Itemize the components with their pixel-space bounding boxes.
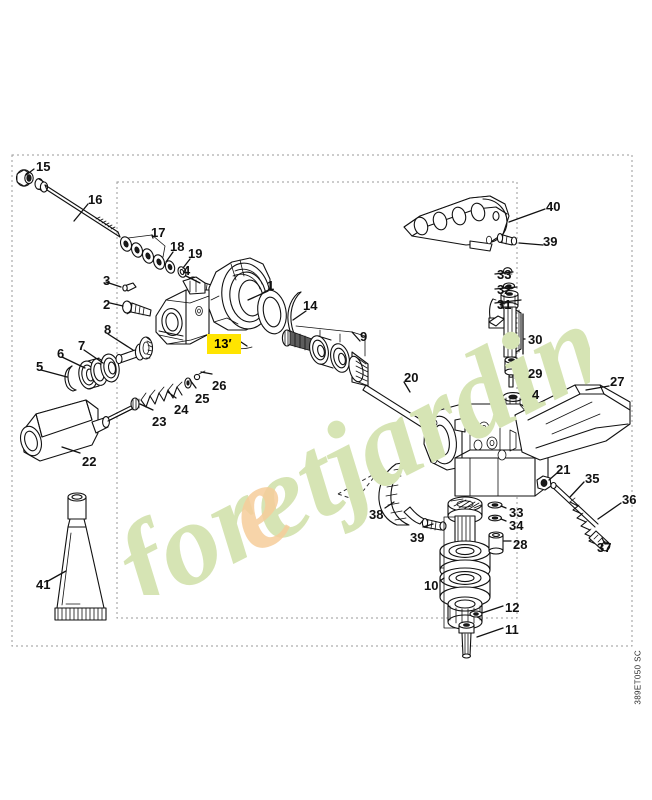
callout-15: 15 bbox=[36, 159, 51, 174]
part-17-washers bbox=[119, 234, 166, 270]
callout-4: 4 bbox=[183, 263, 191, 278]
callout-4b: 4 bbox=[532, 387, 540, 402]
callout-3: 3 bbox=[103, 273, 111, 288]
callout-20: 20 bbox=[404, 370, 419, 385]
dashed-boxes bbox=[11, 154, 633, 647]
part-21-nut bbox=[536, 475, 552, 491]
callout-11: 11 bbox=[505, 622, 519, 637]
callout-33-top: 33 bbox=[497, 267, 512, 282]
leader-lines bbox=[25, 168, 622, 638]
part-15-16-rod bbox=[15, 169, 121, 238]
callout-34: 34 bbox=[509, 518, 524, 533]
callout-35: 35 bbox=[585, 471, 600, 486]
callout-25: 25 bbox=[195, 391, 210, 406]
callout-33-bot: 33 bbox=[509, 505, 524, 520]
callout-17: 17 bbox=[151, 225, 166, 240]
part-8-shaft-gear bbox=[115, 336, 154, 365]
callout-27: 27 bbox=[610, 374, 625, 389]
callout-8: 8 bbox=[104, 322, 112, 337]
callout-6: 6 bbox=[57, 346, 65, 361]
callout-38: 38 bbox=[369, 507, 384, 522]
callout-18: 18 bbox=[170, 239, 185, 254]
callout-1: 1 bbox=[267, 278, 275, 293]
callout-32: 32 bbox=[497, 282, 512, 297]
callout-40: 40 bbox=[546, 199, 561, 214]
callout-14: 14 bbox=[303, 298, 318, 313]
part-2-bolt bbox=[122, 300, 152, 317]
callout-30: 30 bbox=[528, 332, 543, 347]
part-23-26-spring-assembly bbox=[106, 370, 206, 422]
callout-31: 31 bbox=[497, 297, 512, 312]
part-40-handle-bracket bbox=[403, 195, 510, 252]
callout-21: 21 bbox=[556, 462, 571, 477]
part-28-bushing bbox=[488, 531, 504, 555]
part-3-pin bbox=[122, 282, 137, 292]
callout-10: 10 bbox=[424, 578, 439, 593]
callout-7: 7 bbox=[78, 338, 86, 353]
part-39-screw-top bbox=[496, 233, 518, 246]
callout-39-bot: 39 bbox=[410, 530, 425, 545]
part-30-throttle-lever bbox=[488, 298, 522, 358]
part-9-bearings-gear bbox=[281, 325, 369, 387]
callout-24: 24 bbox=[174, 402, 189, 417]
callout-36: 36 bbox=[622, 492, 637, 507]
callout-22: 22 bbox=[82, 454, 97, 469]
spring-24 bbox=[140, 381, 183, 408]
callout-28: 28 bbox=[513, 537, 528, 552]
part-11-bolt bbox=[458, 621, 475, 659]
part-39-screw-bottom bbox=[421, 518, 447, 531]
callout-2: 2 bbox=[103, 297, 111, 312]
callout-13[interactable]: 13′ bbox=[207, 334, 242, 354]
part-33-34-washers bbox=[487, 501, 503, 522]
callout-41: 41 bbox=[36, 577, 51, 592]
part-5-circlip bbox=[64, 365, 77, 392]
part-7-bearing bbox=[100, 353, 120, 383]
part-38-guard bbox=[337, 461, 425, 526]
sheet-code: 389ET050 SC bbox=[634, 650, 643, 705]
callout-26: 26 bbox=[212, 378, 227, 393]
part-33-clip bbox=[503, 267, 513, 275]
part-10-gear-bearing-stack bbox=[439, 496, 491, 630]
callout-37: 37 bbox=[597, 540, 612, 555]
callout-16: 16 bbox=[88, 192, 103, 207]
callout-9: 9 bbox=[360, 329, 368, 344]
callout-23: 23 bbox=[152, 414, 167, 429]
part-22-grip bbox=[19, 399, 133, 462]
part-41-grease-tube bbox=[54, 492, 107, 621]
callout-5: 5 bbox=[36, 359, 44, 374]
part-35-37-rod-spring bbox=[550, 481, 611, 552]
part-14-snap-rings bbox=[257, 289, 305, 346]
part-27-shaft-tube bbox=[514, 384, 631, 461]
part-12-washer bbox=[469, 610, 483, 618]
callout-39-top: 39 bbox=[543, 234, 558, 249]
callout-29: 29 bbox=[528, 366, 543, 381]
callout-19: 19 bbox=[188, 246, 203, 261]
part-18-19-washers bbox=[164, 260, 187, 278]
callout-tick-icon: ′ bbox=[228, 336, 232, 351]
part-1-clamp-housing bbox=[155, 257, 271, 345]
part-29-pin bbox=[504, 356, 519, 388]
callout-12: 12 bbox=[505, 600, 520, 615]
gearbox-housing bbox=[423, 403, 549, 497]
